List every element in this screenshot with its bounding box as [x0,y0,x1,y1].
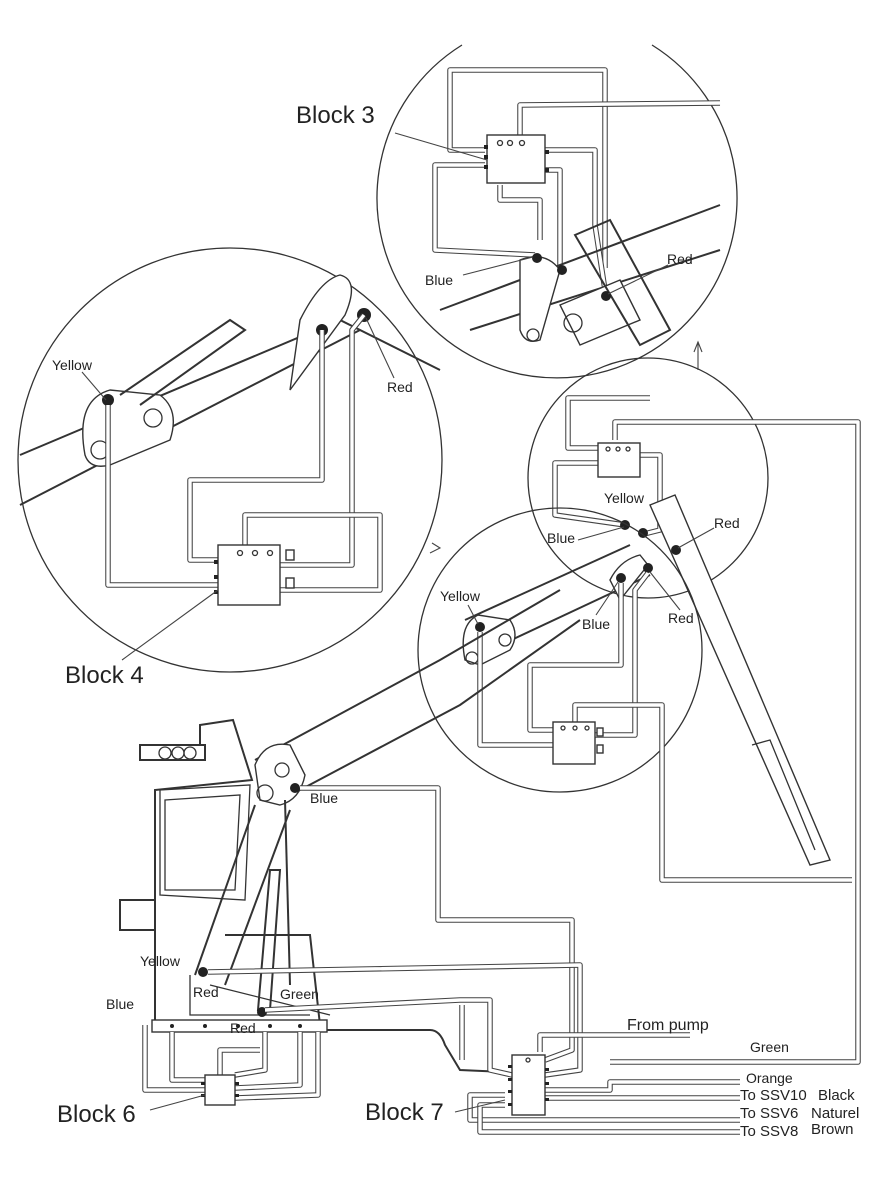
main-hoses [142,785,740,1135]
detail-circle-right-lower [417,507,852,883]
right-upper-yellow-label: Yellow [604,490,645,506]
brown-hose-label: Brown [811,1121,854,1138]
base-green-label: Green [280,986,319,1002]
orange-hose-label: Orange [746,1070,793,1086]
plate-red-label: Red [230,1020,256,1036]
green-hose-label: Green [750,1039,789,1055]
block6-label: Block 6 [57,1101,136,1128]
block4-valve-body [217,544,281,606]
right-lower-yellow-label: Yellow [440,588,481,604]
base-red-label: Red [193,984,219,1000]
block3-valve-body [486,134,546,184]
right-lower-red-label: Red [668,610,694,626]
naturel-hose-label: Naturel [811,1105,859,1122]
right-upper-valve-body [597,442,641,478]
block4-red-label: Red [387,379,413,395]
block7-label: Block 7 [365,1099,444,1126]
right-lower-valve-body [552,721,596,765]
to-ssv6-label: To SSV6 [740,1105,798,1122]
right-lower-blue-label: Blue [582,616,610,632]
base-blue-label: Blue [106,996,134,1012]
base-yellow-label: Yellow [140,953,181,969]
to-ssv8-label: To SSV8 [740,1123,798,1140]
detail-circle-block4 [17,247,443,673]
block3-label: Block 3 [296,102,375,129]
block6-valve-body [204,1074,236,1106]
block4-label: Block 4 [65,662,144,689]
block3-red-label: Red [667,251,693,267]
right-upper-red-label: Red [714,515,740,531]
right-upper-blue-label: Blue [547,530,575,546]
detail-circle-right-upper [527,357,861,1065]
black-hose-label: Black [818,1087,855,1104]
machine-body [119,589,581,1073]
to-ssv10-label: To SSV10 [740,1087,807,1104]
boom-blue-label: Blue [310,790,338,806]
block4-yellow-label: Yellow [52,357,93,373]
block7-valve-body [511,1054,546,1116]
from-pump-label: From pump [627,1017,709,1034]
block3-blue-label: Blue [425,272,453,288]
detail-circle-block3 [376,44,738,379]
